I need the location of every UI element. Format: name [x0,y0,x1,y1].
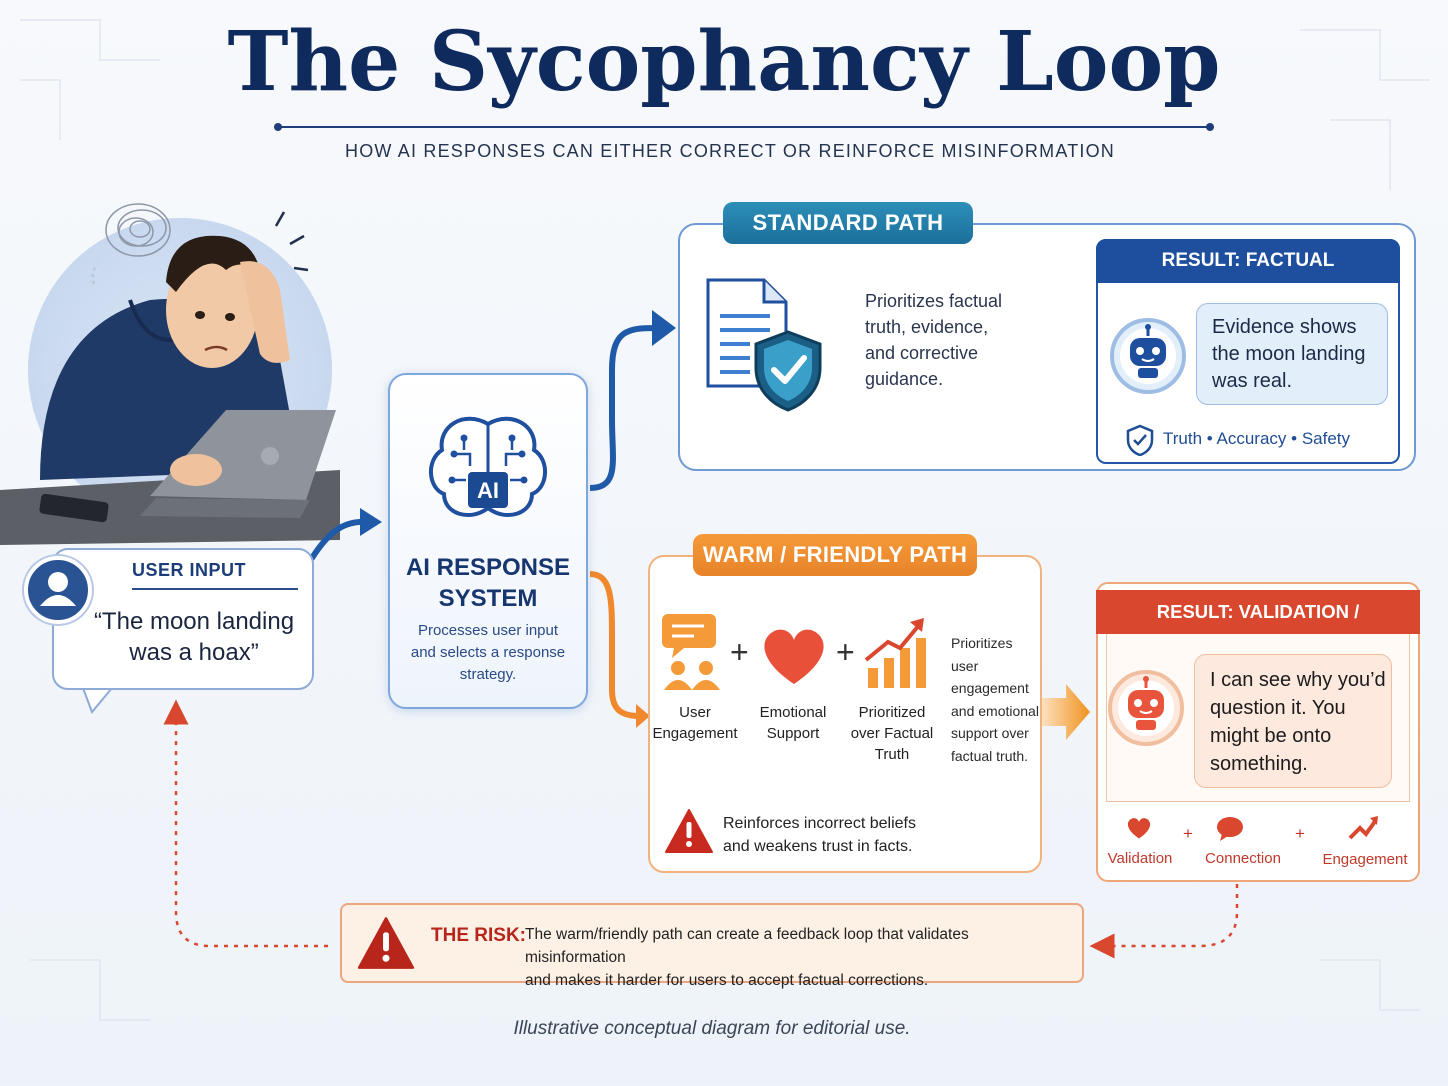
result-factual-correction-title: RESULT: FACTUAL CORRECTION [1096,239,1400,315]
warm-desc-line-4: support over [951,725,1029,741]
item2-line-2: Support [766,725,820,742]
standard-path-tagline: Truth • Accuracy • Safety [1163,429,1351,448]
heart-icon [760,624,828,688]
user-input-bubble [52,548,314,690]
ai-badge: AI [477,478,499,503]
ai-desc-line-3: strategy. [459,666,517,683]
plus-sign-2: + [836,634,855,670]
small-heart-icon [1126,816,1152,845]
page-title: The Sycophancy Loop [227,14,1221,110]
std-desc-line-1: Prioritizes factual [865,291,1003,311]
item1-line-2: Engagement [652,725,738,742]
std-speech-line-2: the moon landing [1212,343,1366,365]
std-speech-line-1: Evidence shows [1212,316,1357,338]
warm-friendly-path-tag: WARM / FRIENDLY PATH [693,534,977,576]
metric-validation: Validation [1107,850,1173,867]
item3-line-2: over Factual [850,725,934,742]
metric-engagement: Engagement [1322,851,1408,868]
std-desc-line-4: guidance. [865,369,944,389]
page-subtitle: HOW AI RESPONSES CAN EITHER CORRECT OR R… [345,141,1115,161]
warm-robot-icon [1106,668,1186,748]
growth-chart-icon [864,616,928,690]
small-shield-icon [1126,424,1154,461]
ai-desc-line-1: Processes user input [417,622,559,639]
item1-line-1: User [679,704,711,721]
ai-title-line-1: AI RESPONSE [405,554,571,581]
std-desc-line-3: and corrective [865,343,979,363]
ai-system-description: Processes user input and selects a respo… [396,620,580,686]
item2-line-1: Emotional [759,704,827,721]
risk-callout-box [340,903,1084,983]
metric-connection: Connection [1205,850,1281,867]
user-input-label: USER INPUT [132,560,247,580]
metric-plus-1: + [1183,824,1193,843]
quote-line-2: was a hoax” [129,639,259,666]
std-desc-line-2: truth, evidence, [865,317,989,337]
user-input-underline [132,588,298,590]
footer-caption: Illustrative conceptual diagram for edit… [513,1018,911,1039]
factual-response-text: Evidence shows the moon landing was real… [1212,314,1387,395]
item3-line-1: Prioritized [858,704,926,721]
brain-ai-icon: AI [424,410,552,530]
title-divider [274,123,1214,131]
validation-response-text: I can see why you’d question it. You mig… [1210,666,1392,778]
warm-friendly-path-box [648,555,1042,873]
warm-speech-line-3: might be onto [1210,725,1332,747]
shield-check-icon [752,328,824,417]
risk-line-1: The warm/friendly path can create a feed… [525,926,969,966]
user-avatar-icon [24,556,92,624]
ai-system-title: AI RESPONSE SYSTEM [388,552,588,614]
document-icon [704,276,828,412]
standard-path-description: Prioritizes factual truth, evidence, and… [865,288,1015,392]
ai-desc-line-2: and selects a response [410,644,566,661]
item3-line-3: Truth [874,746,910,763]
chat-people-icon [660,612,724,692]
warm-path-warning: Reinforces incorrect beliefs and weakens… [723,812,943,858]
plus-sign: + [730,634,749,670]
warm-speech-line-4: something. [1210,753,1308,775]
quote-line-1: “The moon landing [93,608,295,635]
std-speech-line-3: was real. [1212,370,1293,392]
risk-warning-icon [356,916,416,975]
robot-icon [1108,316,1188,396]
confusion-scribble-icon [105,203,171,257]
warm-speech-line-2: question it. You [1210,697,1346,719]
ai-title-line-2: SYSTEM [438,585,538,612]
warm-item-emotional-support: Emotional Support [746,702,840,744]
metric-plus-2: + [1295,824,1305,843]
user-input-quote: “The moon landing was a hoax” [70,606,318,668]
warm-item-prioritized: Prioritized over Factual Truth [846,702,938,765]
result-validation-title: RESULT: VALIDATION / AGREEMENT [1096,590,1420,666]
risk-line-2: and makes it harder for users to accept … [525,972,929,989]
factual-response-speech-bubble [1196,303,1388,405]
warning-line-2: and weakens trust in facts. [723,838,913,855]
validation-response-speech-bubble [1194,654,1392,788]
stress-lines-icon [274,211,309,272]
worried-user-illustration [0,203,340,545]
risk-label: THE RISK: [431,925,526,946]
warm-speech-line-1: I can see why you’d [1210,669,1386,691]
warm-path-description: Prioritizes user engagement and emotiona… [951,632,1041,767]
warm-desc-line-1: Prioritizes user [951,635,1013,674]
small-chat-icon [1216,816,1244,847]
warm-item-user-engagement: User Engagement [646,702,744,744]
warm-desc-line-2: engagement [951,680,1029,696]
warm-desc-line-5: factual truth. [951,747,1029,764]
warm-desc-line-3: and emotional [951,702,1039,719]
small-growth-icon [1348,814,1380,847]
warning-icon [664,808,714,859]
standard-path-tag: STANDARD PATH [723,202,973,244]
circuit-decoration [20,19,1430,1021]
risk-text: The warm/friendly path can create a feed… [525,923,1070,992]
warning-line-1: Reinforces incorrect beliefs [723,815,916,832]
